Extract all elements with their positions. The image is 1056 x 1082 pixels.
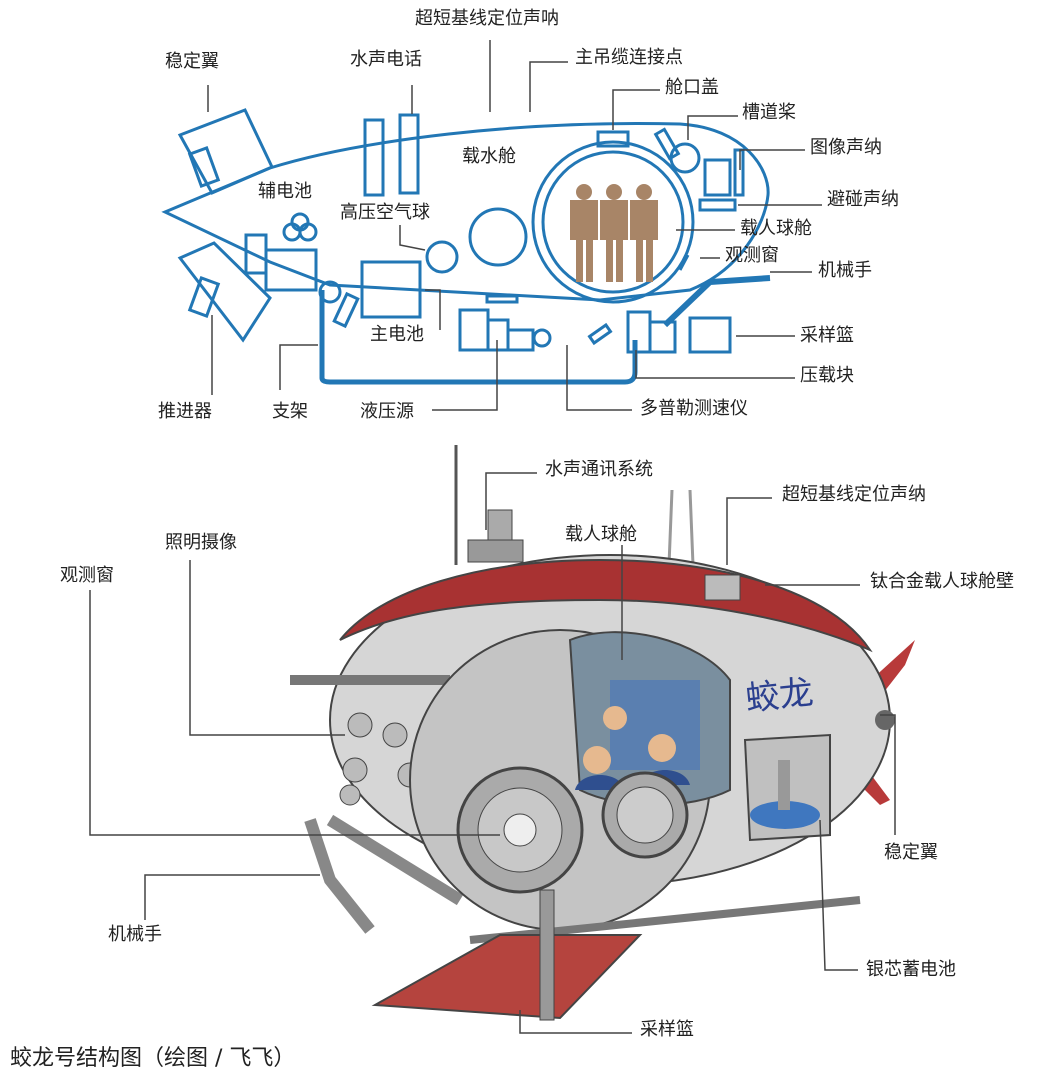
label-battery: 银芯蓄电池 bbox=[866, 959, 956, 980]
label-tunnel-thruster: 槽道桨 bbox=[742, 102, 796, 123]
label-sample-basket-top: 采样篮 bbox=[800, 325, 854, 346]
label-titanium-wall: 钛合金载人球舱壁 bbox=[870, 571, 1014, 592]
label-sample-basket-bottom: 采样篮 bbox=[640, 1019, 694, 1040]
caption: 蛟龙号结构图（绘图 / 飞飞） bbox=[10, 1046, 296, 1071]
label-stabilizer-bottom: 稳定翼 bbox=[884, 842, 938, 863]
manipulator-arm bbox=[304, 814, 464, 934]
skid bbox=[319, 290, 638, 385]
occupants bbox=[570, 184, 658, 282]
label-usbl-top: 超短基线定位声呐 bbox=[415, 8, 559, 29]
manned-sphere-outer bbox=[531, 140, 695, 304]
label-thruster: 推进器 bbox=[158, 401, 212, 422]
label-manned-sphere-top: 载人球舱 bbox=[740, 218, 812, 239]
label-stabilizer-top: 稳定翼 bbox=[165, 51, 219, 72]
label-hp-air: 高压空气球 bbox=[340, 202, 430, 223]
lower-fin bbox=[177, 241, 272, 343]
hull-logo: 蛟龙 bbox=[743, 672, 816, 720]
label-hatch: 舱口盖 bbox=[665, 77, 719, 98]
label-water-tank: 载水舱 bbox=[462, 146, 516, 167]
label-acoustic-phone: 水声电话 bbox=[350, 49, 422, 70]
label-manned-sphere-bottom: 载人球舱 bbox=[565, 524, 637, 545]
label-manipulator-bottom: 机械手 bbox=[108, 924, 162, 945]
leader-lines-top bbox=[207, 40, 822, 411]
label-doppler: 多普勒测速仪 bbox=[640, 398, 748, 419]
upper-fin bbox=[177, 108, 275, 195]
label-aux-battery: 辅电池 bbox=[258, 181, 312, 202]
leader-lines-bottom bbox=[89, 472, 896, 1034]
label-image-sonar: 图像声纳 bbox=[810, 137, 882, 158]
label-main-cable: 主吊缆连接点 bbox=[575, 47, 683, 68]
label-ballast: 压载块 bbox=[800, 365, 854, 386]
label-skid: 支架 bbox=[272, 401, 308, 422]
sample-basket bbox=[371, 934, 643, 1020]
label-manipulator-top: 机械手 bbox=[818, 260, 872, 281]
skid bbox=[469, 896, 861, 944]
label-window-bottom: 观测窗 bbox=[60, 565, 114, 586]
hull-outline bbox=[161, 121, 770, 302]
label-window-top: 观测窗 bbox=[725, 245, 779, 266]
label-usbl-bottom: 超短基线定位声纳 bbox=[782, 484, 926, 505]
label-lighting-camera: 照明摄像 bbox=[165, 532, 237, 553]
label-hydraulic: 液压源 bbox=[360, 401, 414, 422]
label-acoustic-comm: 水声通讯系统 bbox=[545, 459, 653, 480]
label-main-battery: 主电池 bbox=[370, 324, 424, 345]
manipulator-arm bbox=[662, 275, 771, 328]
schematic bbox=[161, 108, 771, 385]
sub-illustration bbox=[290, 445, 915, 1021]
label-collision-sonar: 避碰声纳 bbox=[827, 189, 899, 210]
